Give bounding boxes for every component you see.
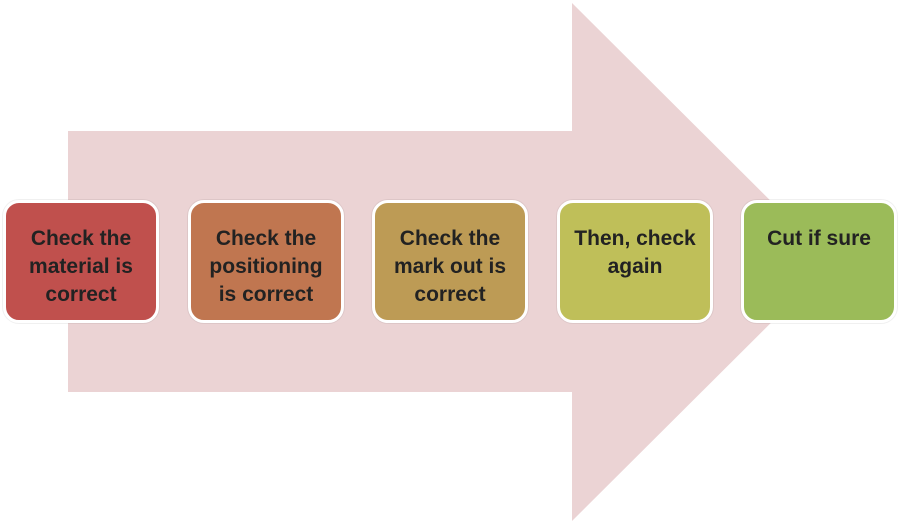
step-3-box: Check the mark out is correct bbox=[372, 200, 528, 323]
step-1-box: Check the material is correct bbox=[3, 200, 159, 323]
step-4-box: Then, check again bbox=[557, 200, 713, 323]
step-2-box: Check the positioning is correct bbox=[188, 200, 344, 323]
step-5-box: Cut if sure bbox=[741, 200, 897, 323]
step-3-label: Check the mark out is correct bbox=[393, 227, 507, 306]
step-4-label: Then, check again bbox=[574, 227, 696, 278]
step-5-label: Cut if sure bbox=[767, 227, 871, 250]
step-1-label: Check the material is correct bbox=[29, 227, 133, 306]
step-2-label: Check the positioning is correct bbox=[209, 227, 323, 306]
